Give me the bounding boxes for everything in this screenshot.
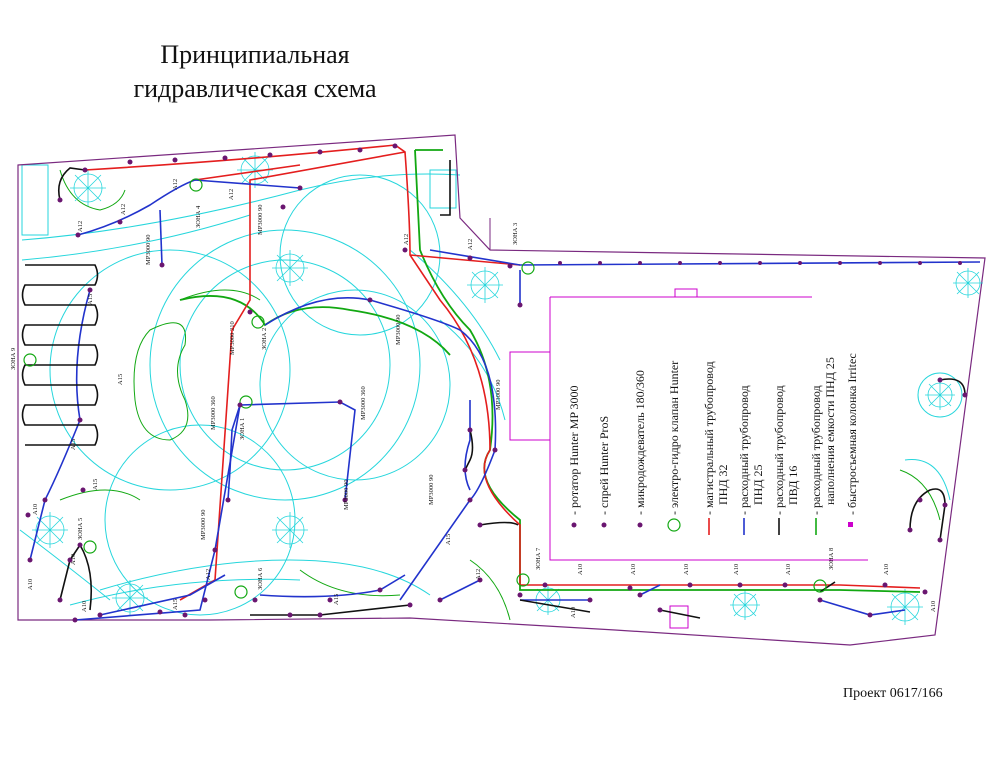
planting-beds xyxy=(59,169,941,621)
nozzle-label: MP3000 360 xyxy=(210,396,217,430)
nozzle-label: MP3000 90 xyxy=(200,509,207,540)
nozzle-label: MP3000 90 xyxy=(145,234,152,265)
spray-label: A12 xyxy=(77,221,84,232)
house-outline xyxy=(509,288,868,629)
zone-label: ЗОНА 2 xyxy=(261,328,268,350)
zone-label: ЗОНА 9 xyxy=(10,348,17,370)
spray-label: A15 xyxy=(92,479,99,490)
zone-label: ЗОНА 4 xyxy=(195,205,202,228)
valve-zone-9 xyxy=(23,353,37,367)
spray-label: A12 xyxy=(467,239,474,250)
nozzle-label: MP3000 90 xyxy=(257,204,264,235)
nozzle-label: MP3000 90 xyxy=(395,314,402,345)
spray-label: A10 xyxy=(81,601,88,612)
spray-label: A10 xyxy=(683,564,690,575)
legend-text-black-line: - расходный трубопровод xyxy=(772,385,786,515)
legend-text-green-line: - расходный трубопровод xyxy=(809,385,823,515)
valve-zone-4 xyxy=(189,178,203,192)
legend-text-black-line-2: ПВД 16 xyxy=(786,466,800,505)
spray-label: A15 xyxy=(445,534,452,545)
legend-symbols xyxy=(571,518,853,535)
legend-text-valve: - электро-гидро клапан Hunter xyxy=(667,361,681,515)
spray-label: A12 xyxy=(205,569,212,580)
valve-zone-2 xyxy=(251,315,265,329)
zone-label: ЗОНА 3 xyxy=(512,223,519,245)
zone-label: ЗОНА 5 xyxy=(77,518,84,540)
spray-label: A10 xyxy=(930,601,937,612)
legend-text-coupler: - быстросъемная колонка Irritec xyxy=(845,353,859,515)
legend-text-branch-line: - расходный трубопровод xyxy=(737,385,751,515)
legend: - ротатор Hunter MP 3000 - спрей Hunter … xyxy=(567,353,859,535)
valve-zone-8 xyxy=(813,579,827,593)
spray-label: A15 xyxy=(117,374,124,385)
spray-label: A15 xyxy=(172,599,179,610)
spray-label: A10 xyxy=(570,607,577,618)
diagram-title: Принципиальная гидравлическая схема xyxy=(90,38,420,106)
nozzle-label: MP3000 90 xyxy=(428,474,435,505)
spray-label: A12 xyxy=(120,204,127,215)
spray-label: A10 xyxy=(733,564,740,575)
zone-label: ЗОНА 8 xyxy=(828,548,835,570)
spray-label: A12 xyxy=(228,189,235,200)
legend-text-green-line-2: наполнения емкости ПНД 25 xyxy=(823,357,837,505)
valve-zone-3 xyxy=(521,261,535,275)
site-boundary xyxy=(17,134,986,646)
nozzle-labels: MP3000 90 MP3000 210 MP3000 360 MP3000 9… xyxy=(145,204,502,540)
valve-zone-1 xyxy=(239,395,253,409)
spray-label: A10 xyxy=(70,554,77,565)
project-number: Проект 0617/166 xyxy=(843,686,943,701)
title-line-2: гидравлическая схема xyxy=(133,74,377,103)
zone-labels: ЗОНА 1 ЗОНА 2 ЗОНА 3 ЗОНА 4 ЗОНА 5 ЗОНА … xyxy=(10,205,835,590)
legend-text-main-line-2: ПНД 32 xyxy=(716,464,730,505)
spray-labels: A12 A12 A12 A12 A12 A12 A15 A15 A15 A15 … xyxy=(27,179,937,618)
nozzle-label: MP3000 360 xyxy=(360,386,367,420)
spray-label: A10 xyxy=(32,504,39,515)
fill-line xyxy=(414,149,921,593)
spray-label: A15 xyxy=(70,439,77,450)
legend-text-spray: - спрей Hunter ProS xyxy=(597,416,611,515)
legend-text-main-line: - магистральный трубопровод xyxy=(702,361,716,515)
spray-label: A15 xyxy=(333,594,340,605)
zone-label: ЗОНА 6 xyxy=(257,567,264,590)
title-line-1: Принципиальная xyxy=(160,40,350,69)
spray-label: A12 xyxy=(403,234,410,245)
spray-label: A10 xyxy=(883,564,890,575)
zone-label: ЗОНА 1 xyxy=(239,418,246,440)
spray-label: A15 xyxy=(87,294,94,305)
legend-text-drip: - микродождеватель 180/360 xyxy=(633,370,647,515)
zone-label: ЗОНА 7 xyxy=(535,547,542,570)
spray-label: A10 xyxy=(27,579,34,590)
nozzle-label: MP3000 210 xyxy=(229,321,236,355)
rotor-coverage xyxy=(32,152,983,625)
spray-label: A12 xyxy=(475,569,482,580)
branch-lines xyxy=(29,179,981,621)
spray-label: A10 xyxy=(785,564,792,575)
spray-label: A12 xyxy=(172,179,179,190)
valves xyxy=(23,178,827,599)
spray-label: A10 xyxy=(577,564,584,575)
nozzle-label: MP3000 90 xyxy=(495,379,502,410)
valve-zone-5 xyxy=(83,540,97,554)
garden-layout xyxy=(19,164,963,616)
legend-text-branch-line-2: ПНД 25 xyxy=(751,464,765,505)
spray-label: A10 xyxy=(630,564,637,575)
sprinkler-heads xyxy=(25,143,968,623)
valve-zone-7 xyxy=(516,573,530,587)
valve-zone-6 xyxy=(234,585,248,599)
nozzle-label: MP3000 90 xyxy=(343,479,350,510)
legend-text-rotator: - ротатор Hunter MP 3000 xyxy=(567,385,581,515)
main-line xyxy=(84,144,921,601)
